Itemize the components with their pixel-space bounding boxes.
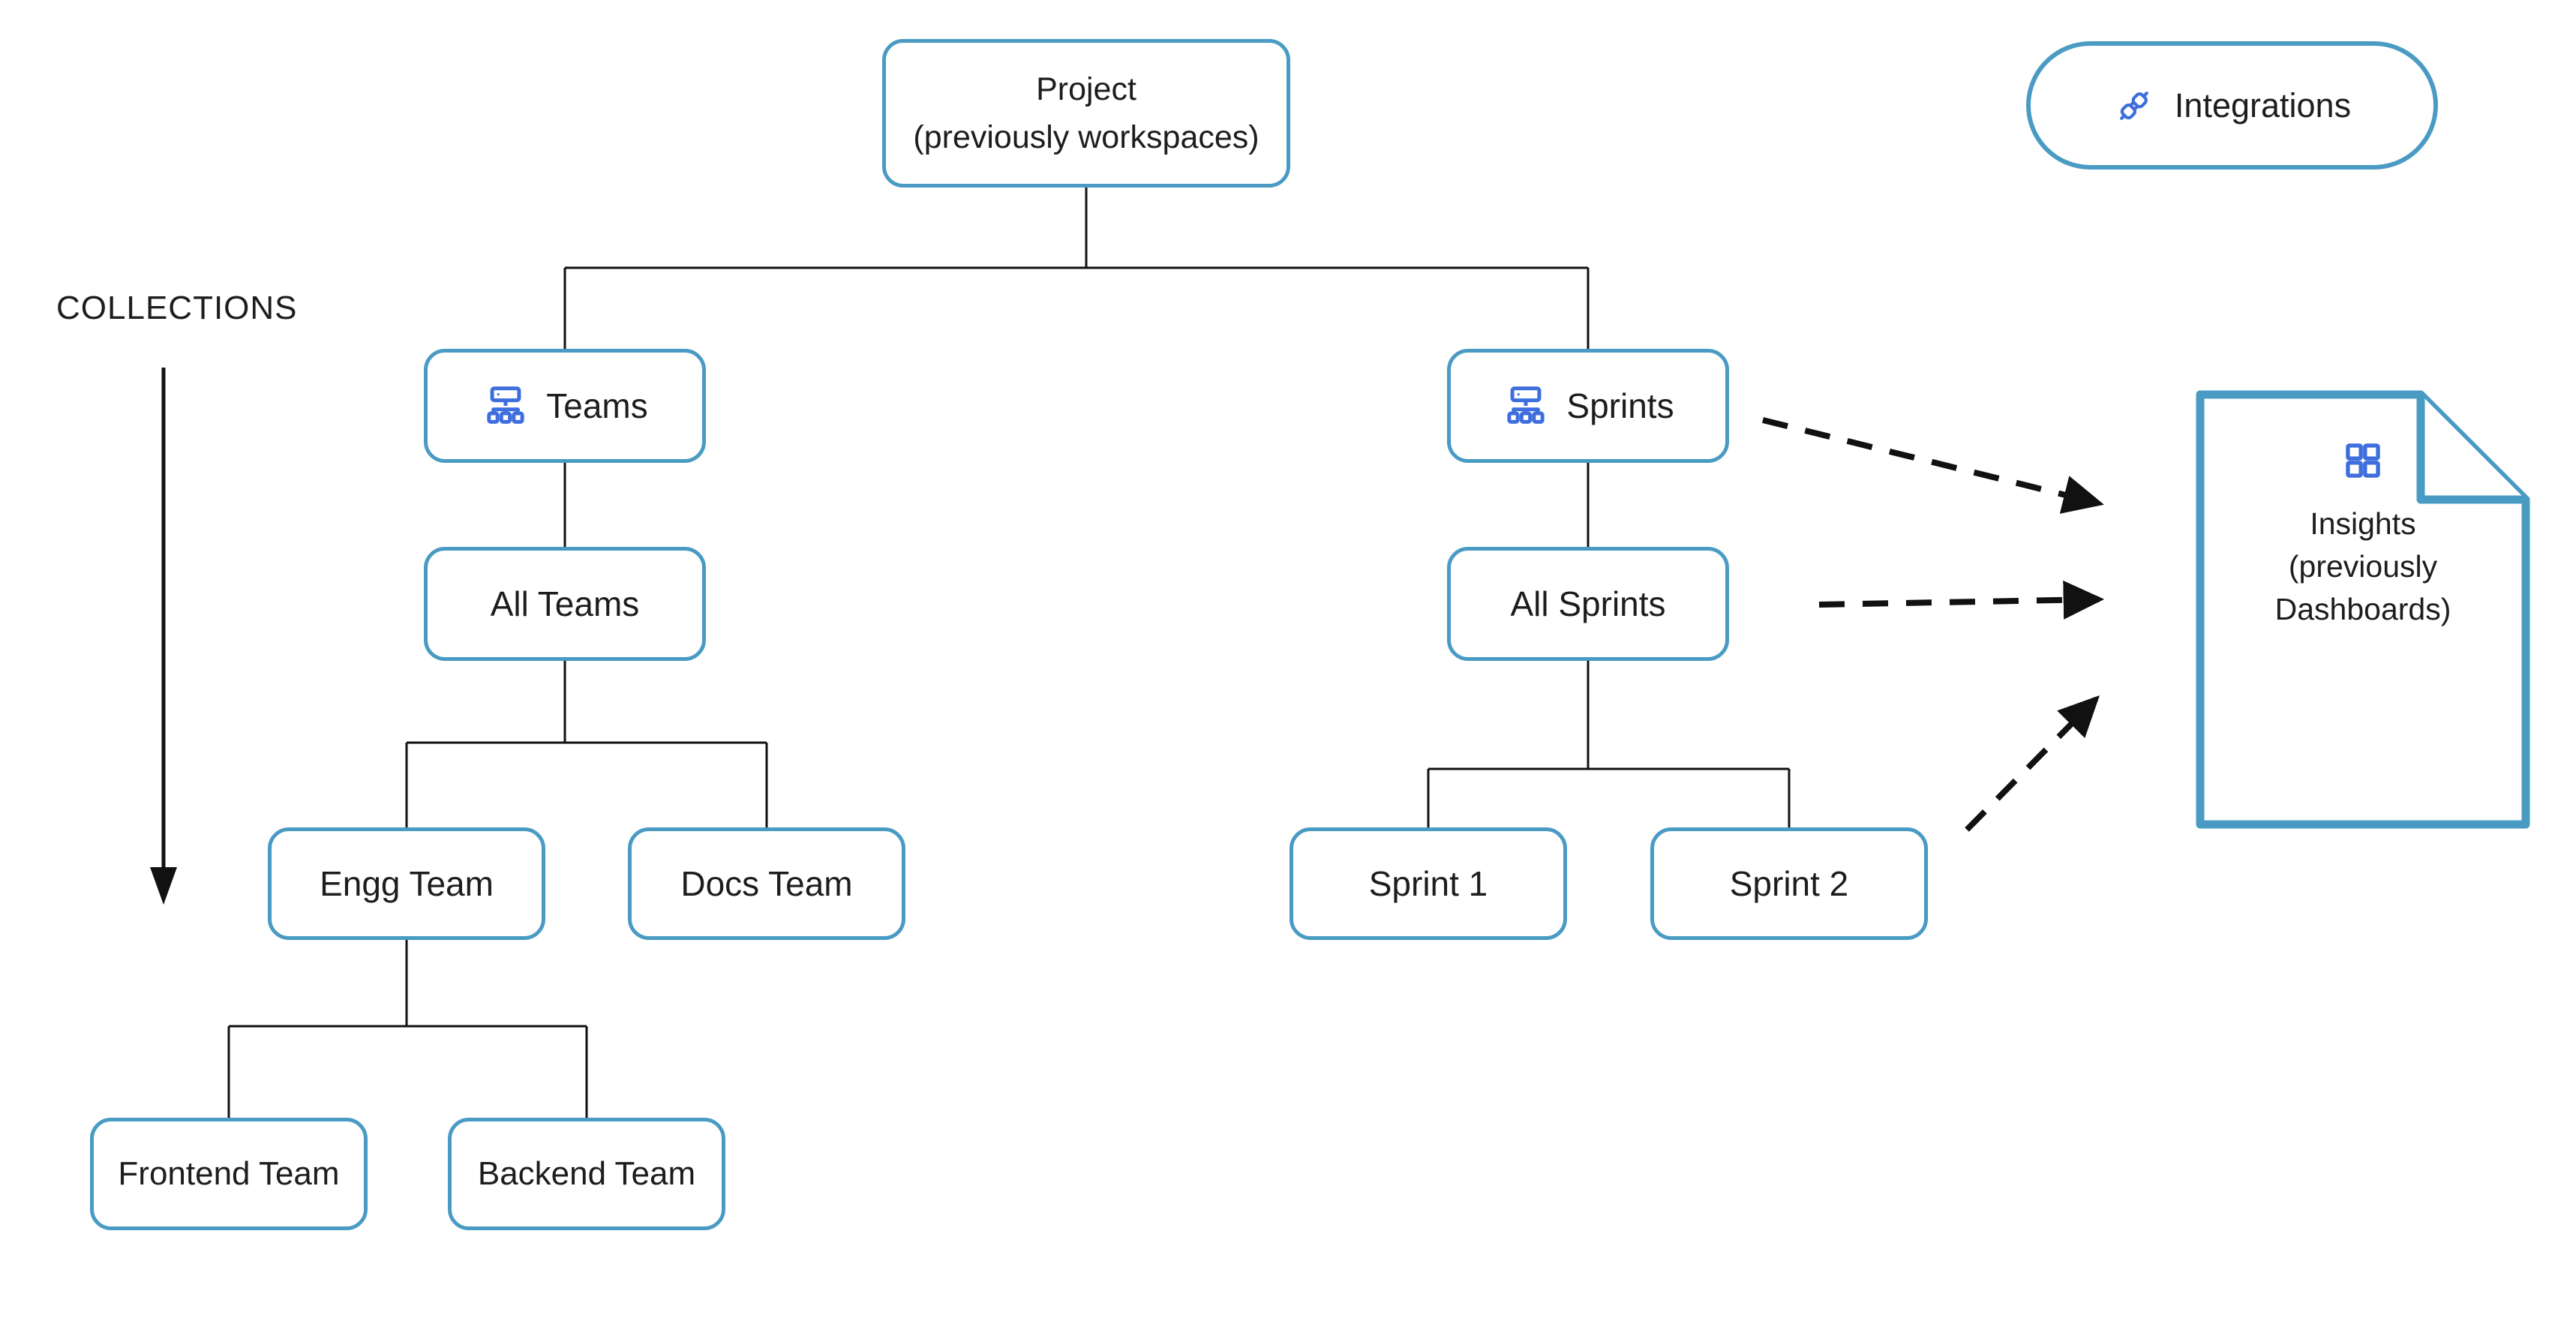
node-teams[interactable]: Teams (424, 349, 706, 463)
integrations-button[interactable]: Integrations (2026, 41, 2438, 170)
document-shape (2196, 390, 2530, 829)
connector-engg-team-to-children (227, 940, 588, 1118)
collections-label: COLLECTIONS (56, 290, 298, 326)
node-sprint-2[interactable]: Sprint 2 (1650, 827, 1928, 940)
connector-all-teams-to-children (405, 661, 768, 827)
dashed-arrow-all-sprints-to-insights (1818, 580, 2105, 620)
node-backend-team-label: Backend Team (477, 1155, 696, 1192)
node-engg-team-label: Engg Team (320, 864, 494, 903)
integrations-label: Integrations (2174, 86, 2352, 125)
connector-project-to-teams-sprints (563, 188, 1590, 349)
folded-corner (2416, 395, 2526, 504)
node-teams-label: Teams (546, 386, 648, 425)
node-project-label: Project (previously workspaces) (913, 71, 1259, 156)
node-project[interactable]: Project (previously workspaces) (882, 39, 1290, 188)
node-sprint-2-label: Sprint 2 (1729, 864, 1849, 903)
org-hierarchy-icon (1502, 384, 1550, 428)
org-hierarchy-icon (482, 384, 530, 428)
node-sprint-1-label: Sprint 1 (1368, 864, 1488, 903)
node-all-teams-label: All Teams (490, 584, 640, 623)
node-engg-team[interactable]: Engg Team (268, 827, 545, 940)
node-docs-team[interactable]: Docs Team (628, 827, 905, 940)
node-sprint-1[interactable]: Sprint 1 (1290, 827, 1567, 940)
node-sprints-label: Sprints (1566, 386, 1674, 425)
node-frontend-team-label: Frontend Team (118, 1155, 340, 1192)
node-sprints[interactable]: Sprints (1447, 349, 1729, 463)
connector-all-sprints-to-children (1427, 661, 1791, 827)
node-all-teams[interactable]: All Teams (424, 547, 706, 661)
dashed-arrow-sprints-to-insights (1762, 417, 2104, 514)
insights-label: Insights (previously Dashboards) (2274, 506, 2451, 626)
plug-icon (2113, 85, 2155, 127)
node-frontend-team[interactable]: Frontend Team (90, 1118, 368, 1230)
node-all-sprints[interactable]: All Sprints (1447, 547, 1729, 661)
node-all-sprints-label: All Sprints (1510, 584, 1666, 623)
grid-icon (2342, 440, 2384, 482)
collections-arrowhead (150, 867, 177, 905)
insights-node[interactable]: Insights (previously Dashboards) (2196, 390, 2530, 829)
node-backend-team[interactable]: Backend Team (448, 1118, 725, 1230)
node-docs-team-label: Docs Team (680, 864, 853, 903)
collections-arrow (150, 368, 177, 905)
dashed-arrow-sprint2-to-insights (1965, 695, 2100, 832)
